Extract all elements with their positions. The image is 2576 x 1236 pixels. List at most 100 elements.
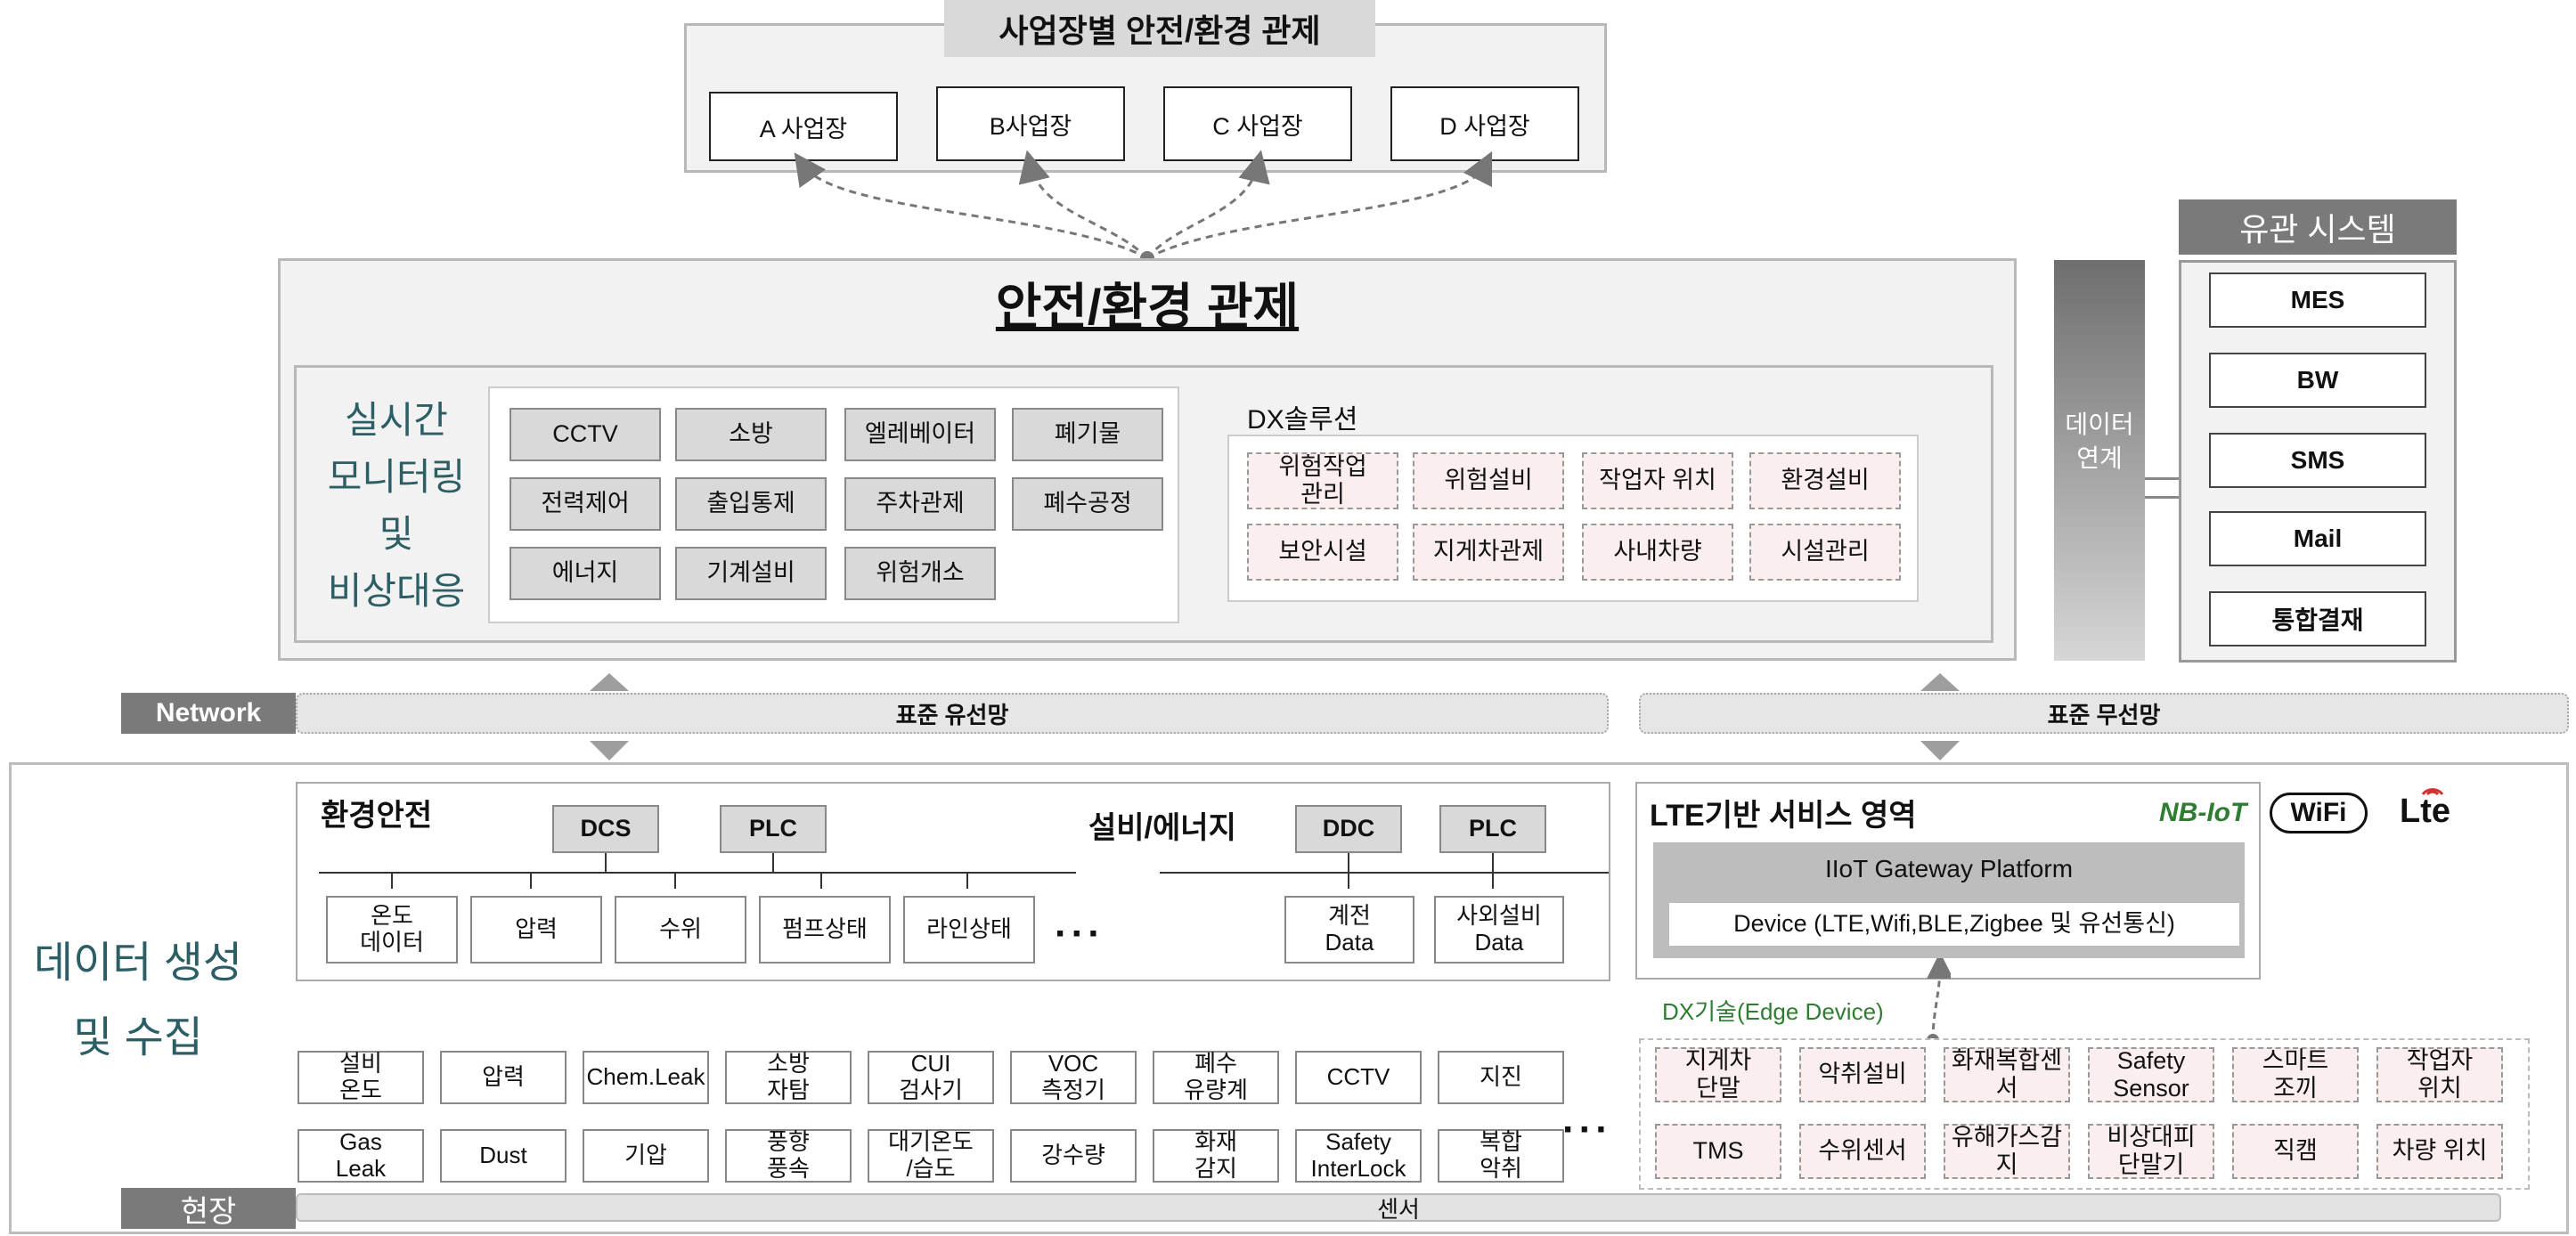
module-elevator: 엘레베이터 <box>844 408 996 461</box>
field-air-pressure: 기압 <box>583 1129 709 1183</box>
field-equip-temp: 설비 온도 <box>298 1050 424 1104</box>
field-cui: CUI 검사기 <box>868 1050 994 1104</box>
monitoring-label-line1: 실시간 <box>345 399 448 441</box>
module-cctv: CCTV <box>509 408 661 461</box>
data-link-bar <box>2054 260 2145 661</box>
wired-network-bar: 표준 유선망 <box>296 693 1609 734</box>
monitoring-label-line4: 비상대응 <box>327 570 466 612</box>
bus-lines <box>319 853 1609 889</box>
env-sensor-line: 라인상태 <box>903 896 1035 964</box>
ctrl-ddc: DDC <box>1295 805 1402 853</box>
module-danger-zone: 위험개소 <box>844 547 996 600</box>
system-approval: 통합결재 <box>2209 591 2426 646</box>
network-label: Network <box>121 693 296 734</box>
edge-fire-complex-sensor: 화재복합센 서 <box>1944 1047 2070 1102</box>
edge-worker-location: 작업자 위치 <box>2376 1047 2503 1102</box>
edge-toxic-gas: 유해가스감 지 <box>1944 1124 2070 1179</box>
edge-tms: TMS <box>1655 1124 1781 1179</box>
network-arrows <box>590 673 1960 760</box>
env-sensor-level: 수위 <box>615 896 746 964</box>
data-link-connector <box>2145 477 2181 499</box>
field-wastewater-flow: 폐수 유량계 <box>1153 1050 1279 1104</box>
ctrl-plc-env: PLC <box>720 805 827 853</box>
fac-sensor-external: 사외설비 Data <box>1434 896 1564 964</box>
dx-item-hazard-work: 위험작업 관리 <box>1247 452 1398 509</box>
fac-sensor-relay: 계전 Data <box>1284 896 1414 964</box>
field-safety-interlock: Safety InterLock <box>1295 1128 1422 1183</box>
system-sms: SMS <box>2209 433 2426 488</box>
dx-tech-label: DX기술(Edge Device) <box>1662 998 1884 1025</box>
facility-energy-title: 설비/에너지 <box>1088 811 1236 845</box>
dx-item-forklift: 지게차관제 <box>1413 524 1564 581</box>
wifi-logo: WiFi <box>2270 793 2368 833</box>
related-systems-title: 유관 시스템 <box>2179 199 2457 255</box>
field-cctv: CCTV <box>1295 1051 1422 1104</box>
dx-solution-title: DX솔루션 <box>1247 405 1358 435</box>
site-d-box: D 사업장 <box>1390 86 1579 161</box>
module-machinery: 기계설비 <box>675 547 827 600</box>
dx-item-hazard-equip: 위험설비 <box>1413 452 1564 509</box>
system-mes: MES <box>2209 272 2426 328</box>
central-control-title: 안전/환경 관제 <box>995 279 1300 335</box>
system-bw: BW <box>2209 353 2426 408</box>
module-access: 출입통제 <box>675 477 827 531</box>
collection-label: 데이터 생성 및 수집 <box>18 926 258 1076</box>
field-voc: VOC 측정기 <box>1010 1050 1137 1104</box>
lte-logo: Lte <box>2400 793 2450 830</box>
env-sensor-pump: 펌프상태 <box>759 896 891 964</box>
dx-item-security: 보안시설 <box>1247 524 1398 581</box>
dx-item-vehicle: 사내차량 <box>1582 524 1733 581</box>
wireless-network-bar: 표준 무선망 <box>1639 693 2569 734</box>
edge-bodycam: 직캠 <box>2232 1124 2359 1179</box>
field-ellipsis: ··· <box>1562 1108 1612 1151</box>
gateway-platform-label: IIoT Gateway Platform <box>1824 855 2074 882</box>
ctrl-plc-fac: PLC <box>1439 805 1546 853</box>
edge-level-sensor: 수위센서 <box>1799 1124 1926 1179</box>
field-earthquake: 지진 <box>1438 1051 1564 1104</box>
field-pressure: 압력 <box>440 1051 567 1104</box>
edge-evac-terminal: 비상대피 단말기 <box>2088 1124 2214 1179</box>
field-gas-leak: Gas Leak <box>298 1128 424 1183</box>
dx-item-worker-location: 작업자 위치 <box>1582 452 1733 509</box>
lte-service-title: LTE기반 서비스 영역 <box>1650 799 1917 833</box>
collection-label-line2: 및 수집 <box>73 1014 203 1061</box>
module-energy: 에너지 <box>509 547 661 600</box>
env-sensor-temp: 온도 데이터 <box>326 896 458 964</box>
system-mail: Mail <box>2209 511 2426 566</box>
env-sensor-pressure: 압력 <box>470 896 602 964</box>
collection-label-line1: 데이터 생성 <box>33 939 243 987</box>
env-safety-title: 환경안전 <box>321 799 433 833</box>
monitoring-label-line2: 모니터링 <box>327 456 466 498</box>
dx-item-env-equip: 환경설비 <box>1749 452 1901 509</box>
lte-signal-icon <box>2421 788 2444 796</box>
edge-smart-vest: 스마트 조끼 <box>2232 1047 2359 1102</box>
field-fire-detect: 소방 자탐 <box>725 1050 852 1104</box>
field-rainfall: 강수량 <box>1010 1129 1137 1183</box>
field-dust: Dust <box>440 1129 567 1183</box>
sensor-bar: 센서 <box>296 1193 2501 1223</box>
field-fire-sense: 화재 감지 <box>1153 1128 1279 1183</box>
nbiot-logo: NB-IoT <box>2159 798 2247 827</box>
ctrl-dcs: DCS <box>552 805 659 853</box>
module-waste: 폐기물 <box>1012 408 1163 461</box>
module-parking: 주차관제 <box>844 477 996 531</box>
module-power: 전력제어 <box>509 477 661 531</box>
site-control-title: 사업장별 안전/환경 관제 <box>944 0 1375 57</box>
field-label: 현장 <box>121 1188 296 1229</box>
dx-item-facility: 시설관리 <box>1749 524 1901 581</box>
site-a-box: A 사업장 <box>709 92 898 161</box>
edge-forklift-terminal: 지게차 단말 <box>1655 1047 1781 1102</box>
field-chem-leak: Chem.Leak <box>583 1051 709 1104</box>
edge-safety-sensor: Safety Sensor <box>2088 1047 2214 1102</box>
module-wastewater: 폐수공정 <box>1012 477 1163 531</box>
monitoring-label: 실시간 모니터링 및 비상대응 <box>307 392 485 614</box>
field-air-temp: 대기온도 /습도 <box>868 1128 994 1183</box>
edge-vehicle-location: 차량 위치 <box>2376 1124 2503 1179</box>
device-box: Device (LTE,Wifi,BLE,Zigbee 및 유선통신) <box>1669 903 2239 946</box>
env-sensor-ellipsis: ··· <box>1055 912 1105 955</box>
module-fire: 소방 <box>675 408 827 461</box>
edge-odor-equip: 악취설비 <box>1799 1047 1926 1102</box>
field-complex-odor: 복합 악취 <box>1438 1128 1564 1183</box>
data-link-label: 데이터 연계 <box>2065 411 2134 472</box>
